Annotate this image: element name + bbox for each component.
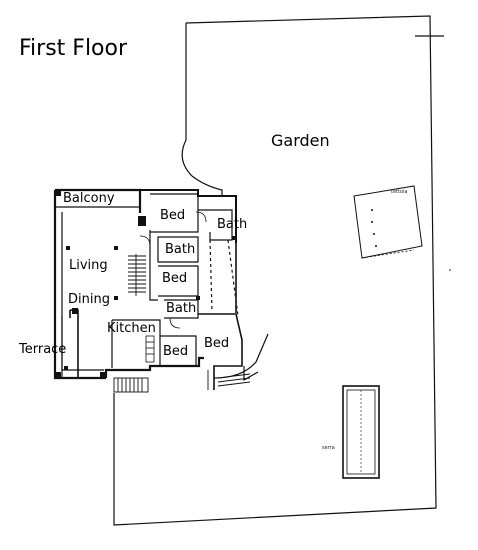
- room-label-bath-lower: Bath: [166, 301, 197, 316]
- pillars: [55, 190, 451, 378]
- bed-middle-walls: [158, 265, 199, 297]
- bath-lower-walls: [164, 299, 199, 319]
- room-label-kitchen: Kitchen: [107, 321, 156, 336]
- stair-wall: [149, 230, 158, 301]
- bed-lower-right-walls: [198, 313, 243, 390]
- door-swing-2: [195, 211, 207, 223]
- room-label-bed-lower-left: Bed: [163, 344, 189, 359]
- staircase: [128, 254, 146, 296]
- bed-lower-left-walls: [160, 335, 197, 366]
- tettoia-dashed: [361, 249, 415, 259]
- room-label-bath-upper: Bath: [165, 242, 196, 257]
- bed-top-walls: [150, 193, 199, 233]
- annotation-serra: serra: [322, 445, 335, 451]
- bath-upper-walls: [157, 236, 199, 263]
- dashed-extension: [227, 239, 239, 317]
- room-label-living: Living: [69, 258, 108, 273]
- annotation-tettoia: tettoia: [391, 189, 408, 195]
- garden-boundary: [113, 15, 437, 526]
- tettoia-outline: [353, 185, 423, 259]
- dashed-extension-2: [209, 239, 213, 313]
- door-swing-3: [169, 317, 181, 329]
- lower-step: [243, 366, 259, 382]
- room-label-balcony: Balcony: [63, 191, 115, 206]
- room-label-bed-lower-right: Bed: [204, 336, 230, 351]
- external-stairs: [113, 377, 149, 393]
- kitchen-counter: [145, 335, 155, 363]
- room-label-dining: Dining: [68, 292, 110, 307]
- plan-title: First Floor: [19, 36, 128, 61]
- room-label-terrace: Terrace: [19, 342, 67, 357]
- room-label-bed-top: Bed: [160, 208, 186, 223]
- room-label-garden: Garden: [271, 131, 330, 150]
- room-label-bath-top-right: Bath: [217, 217, 248, 232]
- kitchen-walls: [111, 319, 161, 368]
- serra-outline: [342, 385, 380, 479]
- door-swing: [139, 235, 151, 247]
- garden-entrance-curve: [181, 23, 223, 196]
- bottom-steps: [207, 370, 251, 390]
- terrace-walls: [69, 309, 79, 378]
- room-label-bed-middle: Bed: [162, 271, 188, 286]
- living-inner-wall: [61, 212, 104, 371]
